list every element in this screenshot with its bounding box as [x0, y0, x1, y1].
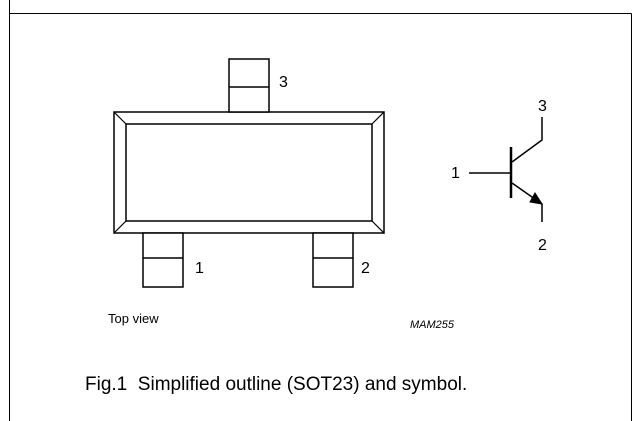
symbol-pin-label-3: 3 — [538, 98, 547, 115]
package-outline — [113, 58, 385, 288]
drawing-code: MAM255 — [410, 319, 455, 331]
symbol-pin-label-2: 2 — [538, 237, 547, 254]
top-view-label: Top view — [108, 311, 159, 326]
package-pin-label-2: 2 — [361, 260, 370, 277]
emitter-arrow — [529, 192, 544, 205]
symbol-pin-label-1: 1 — [451, 165, 460, 182]
figure-frame — [9, 0, 632, 421]
collector-lead — [511, 117, 543, 163]
lead-2 — [312, 232, 354, 288]
package-body — [113, 111, 385, 234]
figure-caption: Fig.1 Simplified outline (SOT23) and sym… — [85, 374, 467, 395]
lead-3 — [228, 58, 270, 113]
lead-1 — [142, 232, 184, 288]
package-pin-label-1: 1 — [195, 260, 204, 277]
transistor-symbol — [469, 117, 544, 222]
package-pin-label-3: 3 — [279, 74, 288, 91]
